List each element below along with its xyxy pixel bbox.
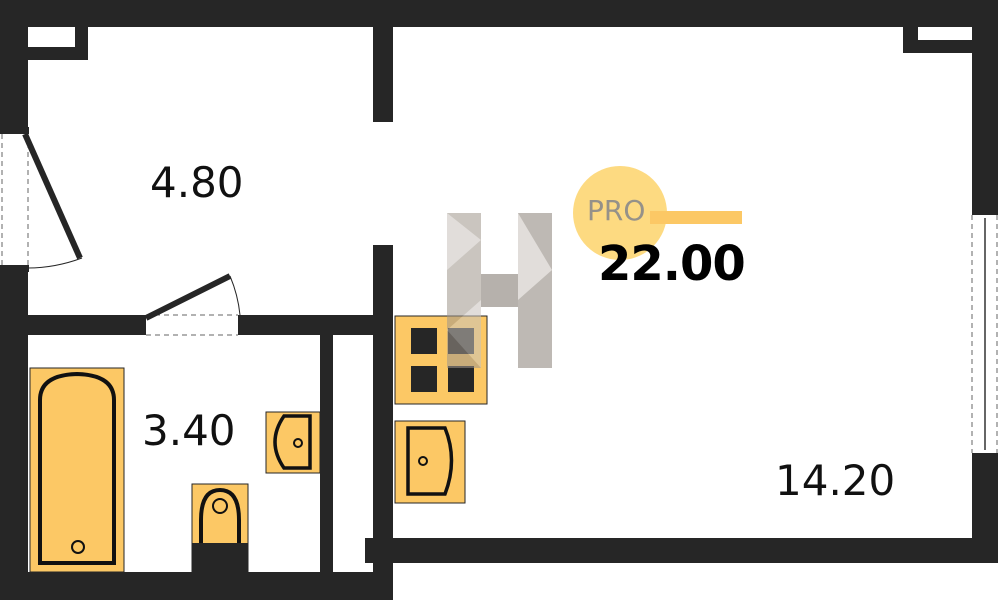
bath-inner-wall (320, 335, 333, 572)
bathroom-sink (265, 411, 321, 474)
total-area: 22.00 (598, 236, 746, 292)
bath-wall-right (245, 315, 393, 335)
kitchen-sink (394, 420, 466, 504)
room-area-hallway: 4.80 (150, 158, 244, 207)
window-cap (972, 210, 998, 215)
bathroom-door (144, 273, 241, 336)
window-cap (972, 453, 998, 458)
room-area-bathroom: 3.40 (142, 406, 236, 455)
left-wall-lower (0, 268, 28, 600)
bottom-wall-living (365, 538, 998, 563)
watermark-logo (447, 213, 552, 368)
entrance-door (1, 132, 83, 269)
niche-right-bar (903, 40, 972, 53)
left-wall-upper (0, 0, 28, 130)
pro-badge-text: PRO (587, 194, 646, 227)
top-wall (0, 0, 998, 27)
window (971, 215, 998, 453)
door-cap (0, 265, 29, 272)
pro-badge (573, 166, 742, 260)
partition-upper (373, 27, 393, 122)
bath-wall-left (28, 315, 140, 335)
bathtub (29, 367, 125, 573)
bottom-wall-bath (0, 572, 393, 600)
room-area-living: 14.20 (775, 456, 896, 505)
door-cap (0, 127, 29, 134)
niche-left-bar (28, 47, 88, 60)
door-cap (238, 315, 247, 335)
toilet (191, 483, 249, 573)
door-cap (137, 315, 146, 335)
right-wall-upper (972, 0, 998, 212)
